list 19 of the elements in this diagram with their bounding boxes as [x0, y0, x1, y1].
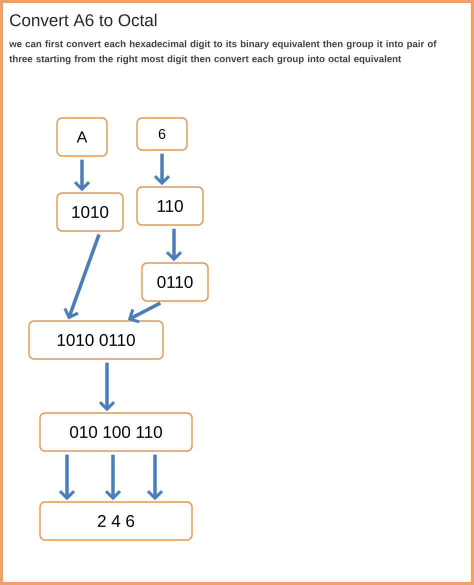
- number-box: 1010 0110: [28, 320, 164, 360]
- arrow: [74, 160, 90, 192]
- arrow: [154, 154, 170, 186]
- number-box: 2 4 6: [39, 501, 193, 541]
- arrow: [166, 228, 182, 262]
- arrow: [64, 234, 101, 320]
- number-box: 110: [136, 186, 204, 226]
- number-box: A: [56, 117, 108, 157]
- arrow: [58, 454, 76, 500]
- arrow: [98, 362, 116, 412]
- title: Convert A6 to Octal: [10, 14, 156, 26]
- number-box: 1010: [56, 192, 124, 232]
- arrow: [146, 454, 164, 500]
- arrow: [104, 454, 122, 500]
- number-box: 0110: [141, 262, 209, 302]
- number-box: 6: [136, 117, 188, 151]
- description: we can first convert each hexadecimal digit to its binary equivalent then group it into pair of three starting from the right most digit then convert each group into octal equivalent: [9, 40, 436, 64]
- arrow: [128, 302, 162, 324]
- number-box: 010 100 110: [39, 412, 193, 452]
